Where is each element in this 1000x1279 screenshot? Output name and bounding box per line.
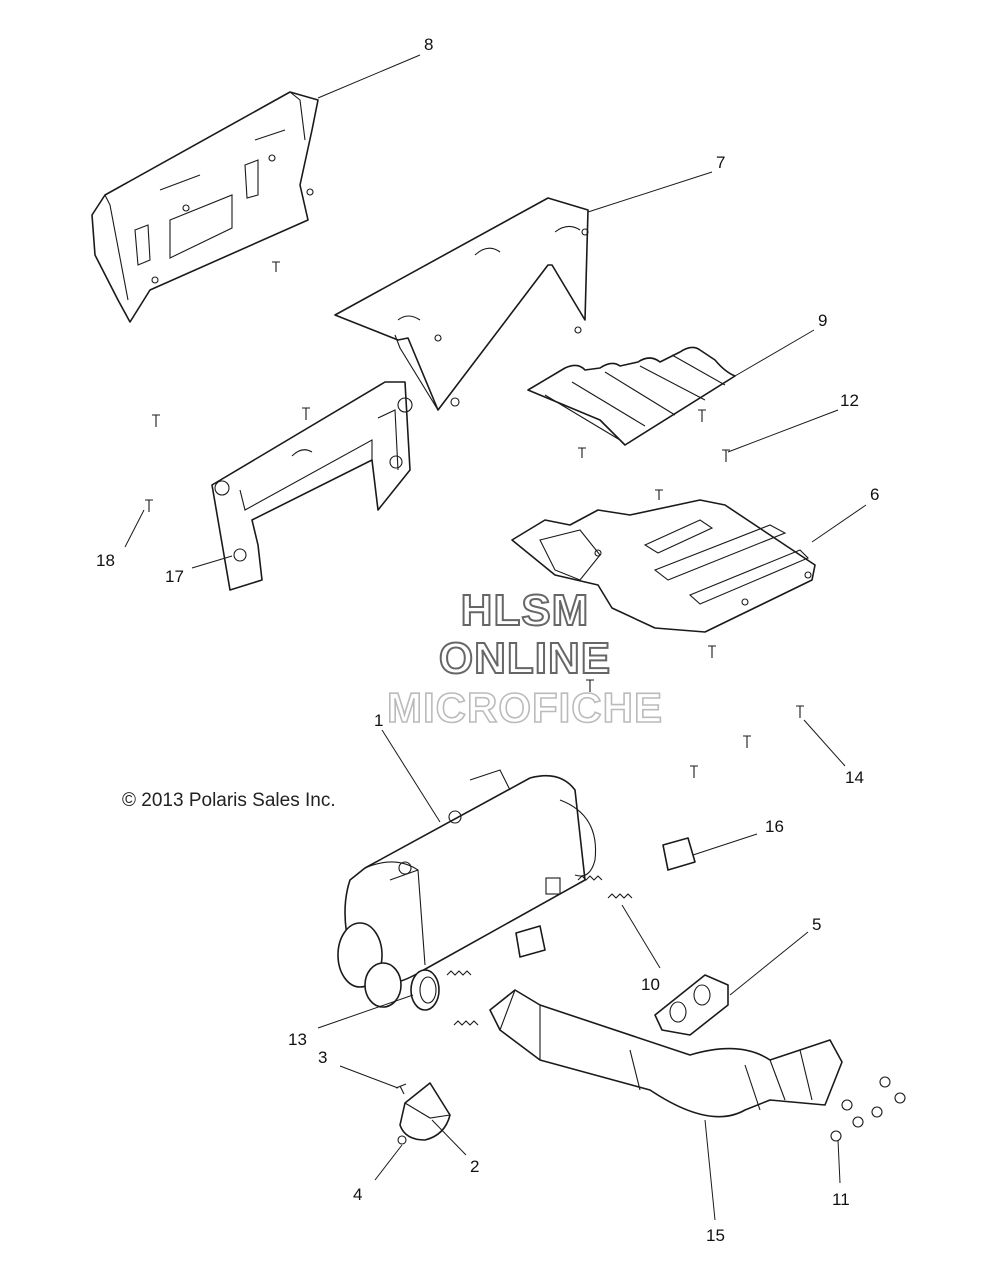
copyright-notice: © 2013 Polaris Sales Inc. <box>122 790 336 811</box>
watermark-line-1: HLSM <box>460 585 590 636</box>
callout-6[interactable]: 6 <box>870 485 879 504</box>
callout-9[interactable]: 9 <box>818 311 827 330</box>
part-16-isolator[interactable] <box>515 837 696 958</box>
callout-10[interactable]: 10 <box>641 975 660 994</box>
part-9-corrugated-shield[interactable] <box>527 346 736 446</box>
callout-1[interactable]: 1 <box>374 711 383 730</box>
callout-4[interactable]: 4 <box>353 1185 362 1204</box>
callout-11[interactable]: 11 <box>832 1190 850 1209</box>
callout-8[interactable]: 8 <box>424 35 433 54</box>
callout-5[interactable]: 5 <box>812 915 821 934</box>
part-5-gasket[interactable] <box>654 974 729 1036</box>
part-15-header-pipe[interactable] <box>489 989 843 1118</box>
callout-2[interactable]: 2 <box>470 1157 479 1176</box>
callout-15[interactable]: 15 <box>706 1226 725 1245</box>
callout-14[interactable]: 14 <box>845 768 864 787</box>
part-1-muffler[interactable] <box>337 769 597 1008</box>
callout-16[interactable]: 16 <box>765 817 784 836</box>
callout-7[interactable]: 7 <box>716 153 725 172</box>
callout-12[interactable]: 12 <box>840 391 859 410</box>
callout-17[interactable]: 17 <box>165 567 184 586</box>
watermark-line-2: ONLINE <box>438 633 612 684</box>
leader-lines <box>124 54 867 1221</box>
part-17-bracket-shield[interactable] <box>211 381 413 591</box>
part-6-lower-heat-shield[interactable] <box>511 499 816 633</box>
part-10-springs[interactable] <box>446 875 633 1026</box>
part-13-gasket-ring[interactable] <box>410 969 440 1011</box>
callout-18[interactable]: 18 <box>96 551 115 570</box>
fasteners <box>145 261 906 1145</box>
callout-labels: 8 7 9 12 6 18 17 1 14 16 10 5 13 3 2 4 1… <box>96 35 879 1245</box>
part-8-rear-heat-shield[interactable] <box>91 91 319 323</box>
callout-3[interactable]: 3 <box>318 1048 327 1067</box>
callout-13[interactable]: 13 <box>288 1030 307 1049</box>
watermark-line-3: MICROFICHE <box>386 683 663 732</box>
part-7-upper-heat-shield[interactable] <box>334 197 589 411</box>
